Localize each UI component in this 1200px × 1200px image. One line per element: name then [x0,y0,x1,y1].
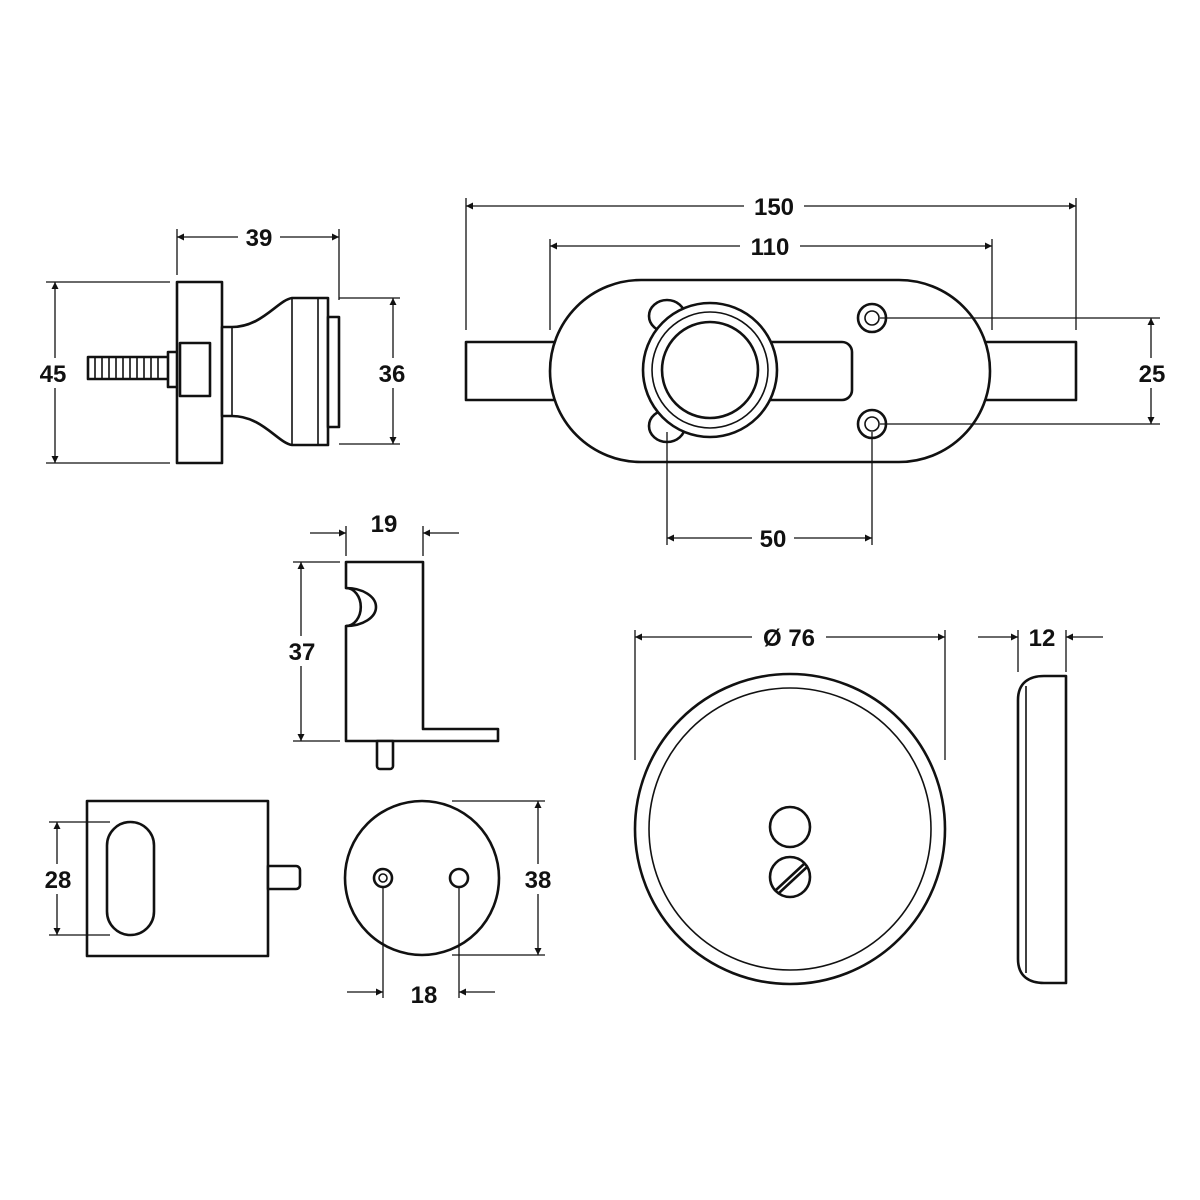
rosette-side-view [1016,674,1068,985]
round-plate-view [343,799,501,957]
dim-knob-diameter: 36 [379,361,406,388]
round-plate [343,799,501,957]
angle-bracket [344,560,500,743]
rosette-profile [1016,674,1068,985]
dim-bracket-width: 19 [371,511,398,538]
dim-rosette-diameter: Ø 76 [763,625,815,652]
rosette-view [633,672,947,986]
dim-rosette-depth: 12 [1029,625,1056,652]
dim-knob-height: 45 [40,361,67,388]
keeper-slot [105,820,156,937]
bolt-slot [758,340,854,402]
dim-screw-spacing: 25 [1139,361,1166,388]
dimension-labels: 39 45 36 150 110 25 50 19 37 Ø 76 12 28 … [30,192,1172,1009]
threaded-screw [86,355,172,381]
dim-bolt-centers: 110 [751,234,790,261]
spindle-hole [660,320,760,420]
knob-body [220,296,330,447]
rosette-inner-ring [648,687,932,971]
dim-plate-length: 150 [754,194,794,221]
dim-keeper-slot: 28 [45,867,72,894]
indicator-hole [768,805,812,849]
keeper-view [85,799,302,958]
lock-body-view [464,278,1078,464]
dim-cylinder-diameter: 38 [525,867,552,894]
pin-hole-right [448,867,470,889]
dim-bracket-height: 37 [289,639,316,666]
dim-pin-spacing: 18 [411,982,438,1009]
bracket-view [344,560,500,771]
keeper-pin [266,864,302,891]
knob-cap [326,315,341,429]
knob-side-view [86,280,341,465]
dim-knob-to-screw: 50 [760,526,787,553]
dim-knob-width: 39 [246,225,273,252]
bracket-pin [375,739,395,771]
pin-hole-left [372,867,394,889]
spindle-hub-ring [651,311,769,429]
washer-block [178,341,212,398]
